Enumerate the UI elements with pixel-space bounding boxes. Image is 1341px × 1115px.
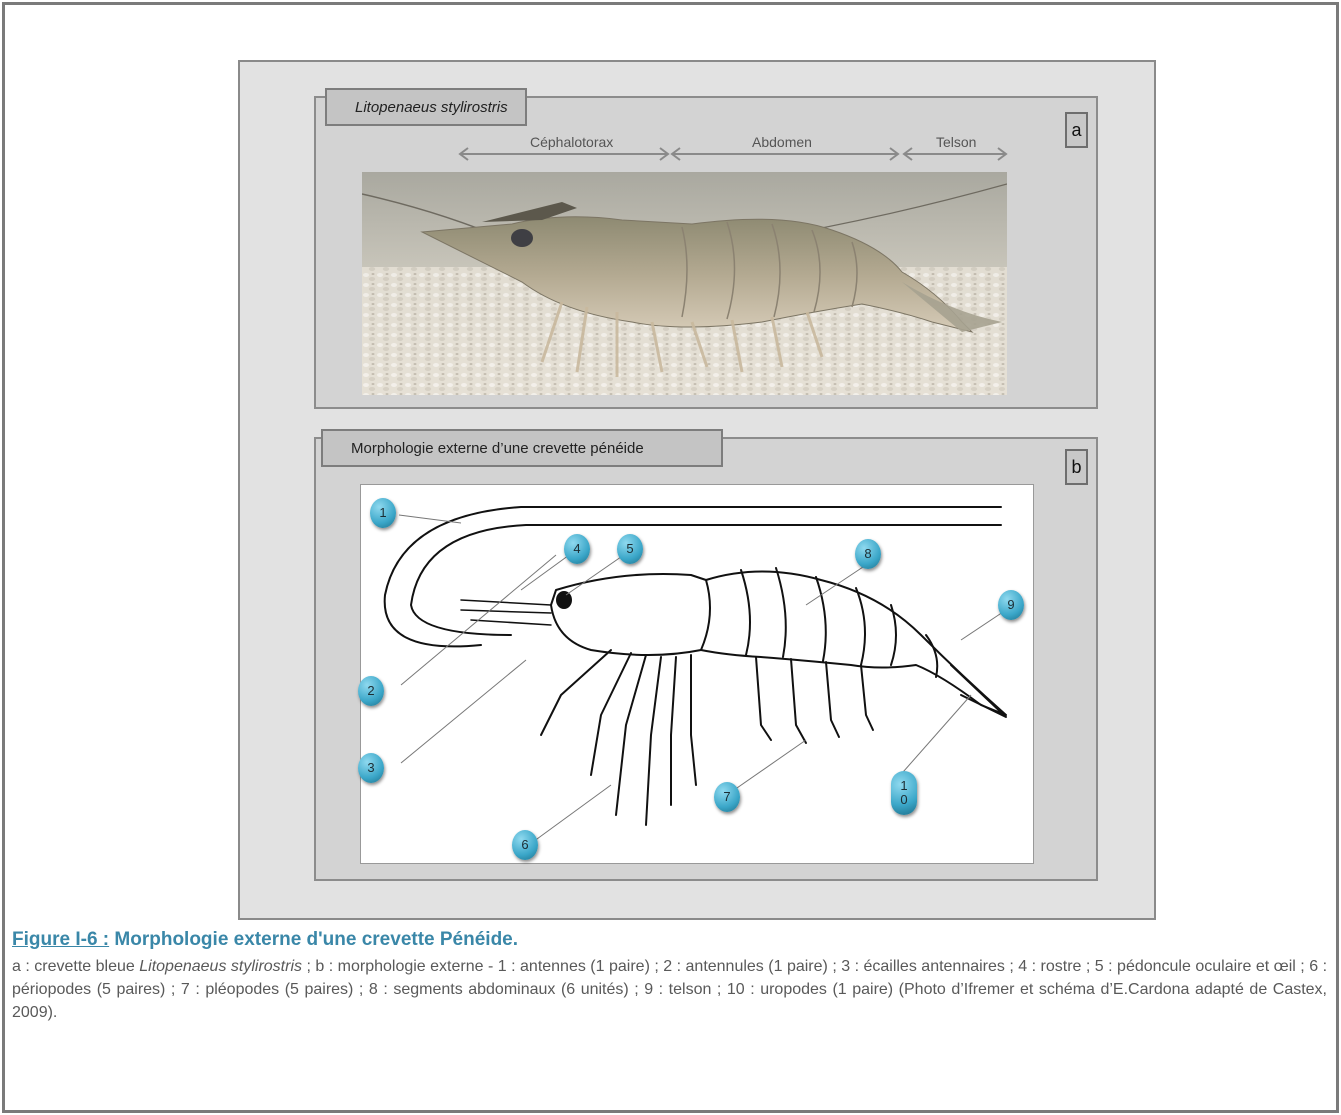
leader-1 [399, 515, 461, 523]
marker-3: 3 [358, 753, 384, 783]
marker-7: 7 [714, 782, 740, 812]
panel-a-letter: a [1065, 112, 1088, 148]
marker-9: 9 [998, 590, 1024, 620]
caption-figure-number: Figure I-6 : [12, 929, 109, 950]
panel-b-tab: Morphologie externe d’une crevette pénéi… [321, 429, 723, 467]
marker-6: 6 [512, 830, 538, 860]
region-labels: Céphalotorax Abdomen Telson [450, 130, 1020, 162]
caption-title: Figure I-6 : Morphologie externe d'une c… [12, 929, 1327, 951]
antenna-outer [385, 507, 1001, 646]
caption-title-text: Morphologie externe d'une crevette Pénéi… [109, 929, 518, 950]
caption-species: Litopenaeus stylirostris [139, 958, 302, 975]
telson [951, 665, 1006, 717]
caption-body-part-1: a : crevette bleue [12, 958, 139, 975]
shrimp-diagram [360, 484, 1034, 864]
leader-10 [896, 695, 971, 780]
marker-4: 4 [564, 534, 590, 564]
shrimp-line-drawing [361, 485, 1035, 865]
leader-6 [526, 785, 611, 847]
marker-5: 5 [617, 534, 643, 564]
marker-1: 1 [370, 498, 396, 528]
leader-2 [401, 555, 556, 685]
shrimp-photo [362, 172, 1007, 395]
marker-8: 8 [855, 539, 881, 569]
eye [557, 592, 571, 608]
region-label-cephalothorax: Céphalotorax [530, 134, 613, 150]
panel-a-tab: Litopenaeus stylirostris [325, 88, 527, 126]
caption-body: a : crevette bleue Litopenaeus stylirost… [12, 955, 1327, 1024]
carapace [551, 574, 710, 655]
marker-2: 2 [358, 676, 384, 706]
panel-a-title: Litopenaeus stylirostris [355, 99, 508, 116]
region-label-telson: Telson [936, 134, 976, 150]
panel-b-title: Morphologie externe d’une crevette pénéi… [351, 440, 644, 457]
leader-9 [961, 610, 1006, 640]
region-label-abdomen: Abdomen [752, 134, 812, 150]
figure-caption: Figure I-6 : Morphologie externe d'une c… [12, 929, 1327, 1024]
leader-3 [401, 660, 526, 763]
marker-10: 1 0 [891, 771, 917, 815]
periopod-long [616, 655, 646, 815]
leader-8 [806, 565, 866, 605]
panel-b-letter: b [1065, 449, 1088, 485]
